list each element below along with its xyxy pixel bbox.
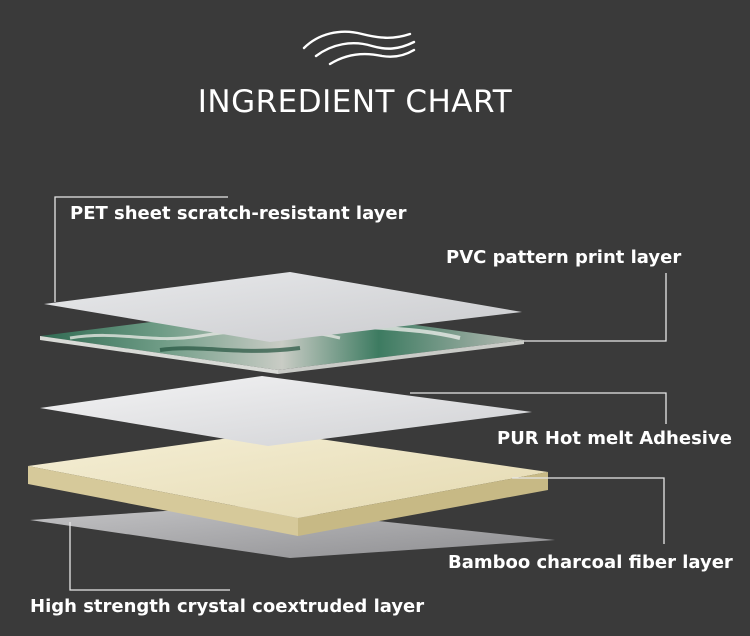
pvc-layer-label: PVC pattern print layer	[446, 247, 682, 268]
pet-leader-line	[54, 196, 228, 302]
pet-layer	[44, 272, 522, 342]
bamboo-layer-label: Bamboo charcoal fiber layer	[448, 552, 733, 573]
page-title: INGREDIENT CHART	[197, 84, 513, 120]
crystal-leader-line	[69, 522, 230, 591]
pvc-leader-line	[524, 273, 667, 342]
leader-lines	[54, 196, 667, 591]
pur-layer	[40, 376, 532, 446]
pet-layer-label: PET sheet scratch-resistant layer	[70, 203, 407, 224]
pur-layer-label: PUR Hot melt Adhesive	[497, 428, 732, 449]
pur-leader-line	[410, 392, 667, 424]
bamboo-layer	[28, 432, 548, 536]
crystal-layer-label: High strength crystal coextruded layer	[30, 596, 425, 617]
wave-logo-icon	[302, 30, 416, 66]
bamboo-leader-line	[512, 477, 665, 544]
